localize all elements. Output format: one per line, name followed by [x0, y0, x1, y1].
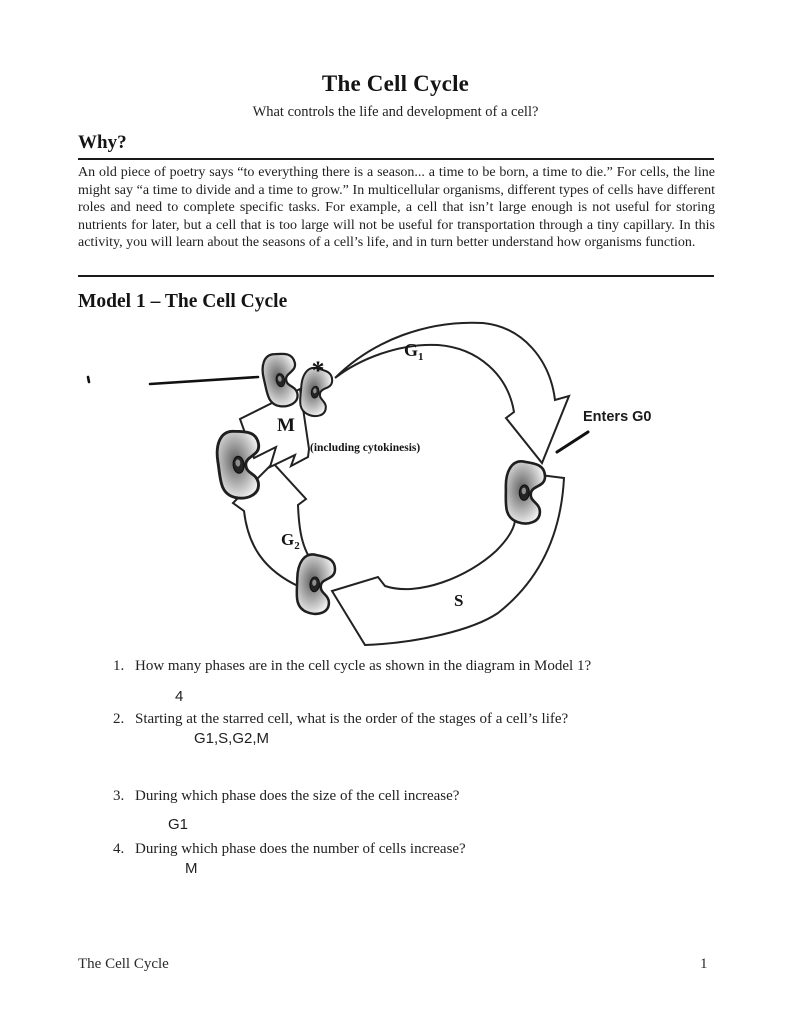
- page-title: The Cell Cycle: [321, 71, 470, 96]
- m-label: M: [277, 415, 295, 436]
- daughter-cell: [258, 349, 304, 411]
- page-subtitle: What controls the life and development o…: [252, 104, 539, 120]
- g2-label: G2: [281, 530, 300, 552]
- question-text: Starting at the starred cell, what is th…: [135, 711, 569, 727]
- g1-label: G1: [404, 340, 424, 363]
- question-number: 3.: [113, 788, 125, 804]
- question-4: 4. During which phase does the number of…: [113, 841, 693, 858]
- question-1: 1. How many phases are in the cell cycle…: [113, 658, 693, 675]
- question-text: During which phase does the size of the …: [135, 788, 460, 804]
- s-arrow: [330, 473, 566, 647]
- question-text: During which phase does the number of ce…: [135, 841, 466, 857]
- enters-g0-label: Enters G0: [583, 409, 652, 425]
- footer-title: The Cell Cycle: [78, 956, 169, 972]
- s-phase-cell: [292, 552, 338, 617]
- question-text: How many phases are in the cell cycle as…: [135, 658, 592, 674]
- model-1-heading: Model 1 – The Cell Cycle: [78, 291, 288, 312]
- answer-4: M: [185, 860, 198, 877]
- why-paragraph: An old piece of poetry says “to everythi…: [78, 165, 715, 251]
- question-number: 4.: [113, 841, 125, 857]
- horizontal-rule: [78, 275, 714, 277]
- question-2: 2. Starting at the starred cell, what is…: [113, 711, 693, 728]
- question-3: 3. During which phase does the size of t…: [113, 788, 693, 805]
- horizontal-rule: [78, 158, 714, 160]
- cell-cycle-diagram: * G1 G2 S M (including cytokinesis) Ente…: [86, 321, 652, 647]
- question-number: 2.: [113, 711, 125, 727]
- s-label: S: [454, 591, 463, 610]
- why-heading: Why?: [78, 132, 127, 153]
- answer-3: G1: [168, 816, 189, 833]
- pen-mark-line: [148, 375, 260, 386]
- answer-1: 4: [175, 688, 184, 705]
- star-marker: *: [312, 356, 325, 385]
- answer-2: G1,S,G2,M: [194, 730, 270, 747]
- cytokinesis-label: (including cytokinesis): [310, 442, 420, 454]
- footer-page-number: 1: [700, 956, 708, 972]
- question-number: 1.: [113, 658, 125, 674]
- enters-g0-pointer-line: [555, 430, 590, 454]
- g1-arrow: [334, 321, 571, 465]
- pen-mark-dot: [86, 375, 91, 384]
- g2-phase-cell: [213, 427, 265, 502]
